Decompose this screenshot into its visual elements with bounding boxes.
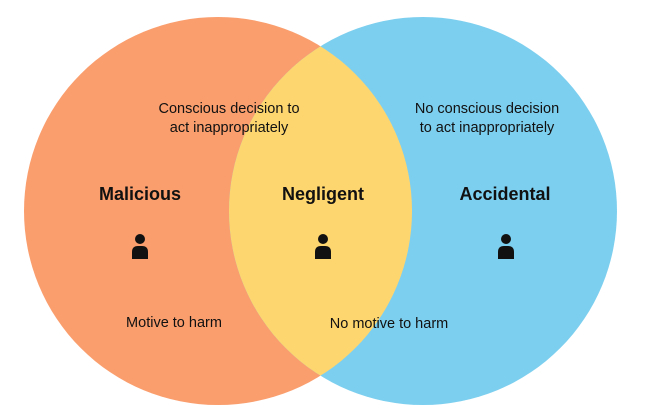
no-conscious-decision-note-line2: to act inappropriately [420,120,555,136]
conscious-decision-note-line2: act inappropriately [170,120,289,136]
malicious-person-icon [132,234,148,259]
negligent-overlap [229,17,412,405]
no-conscious-decision-note-line1: No conscious decision [415,101,559,117]
accidental-label: Accidental [459,184,550,204]
no-motive-to-harm-note: No motive to harm [330,316,448,332]
accidental-person-icon [498,234,514,259]
negligent-person-icon [315,234,331,259]
negligent-label: Negligent [282,184,364,204]
malicious-label: Malicious [99,184,181,204]
motive-to-harm-note: Motive to harm [126,315,222,331]
conscious-decision-note-line1: Conscious decision to [158,101,299,117]
